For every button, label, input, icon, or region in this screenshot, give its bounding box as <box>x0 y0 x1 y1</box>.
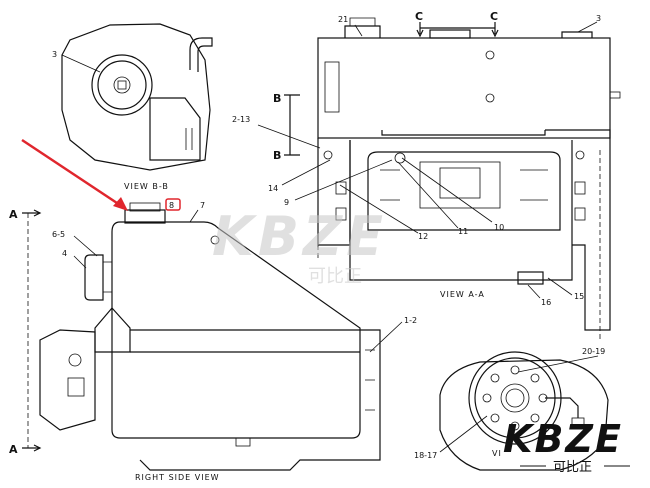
callout-21: 21 <box>338 15 348 24</box>
callout-6-5: 6-5 <box>52 230 65 239</box>
callout-16: 16 <box>541 298 551 307</box>
callout-11: 11 <box>458 227 468 236</box>
flange-detail: 20-19 18-17 VI <box>414 347 609 471</box>
corner-logo: KBZE 可比正 <box>503 417 630 475</box>
view-bb-detail: 3 VIEW B-B <box>52 23 213 191</box>
callout-9: 9 <box>284 198 289 207</box>
svg-text:VI: VI <box>492 449 502 458</box>
callout-8: 8 <box>169 201 174 210</box>
callout-20-19: 20-19 <box>582 347 605 356</box>
callout-10: 10 <box>494 223 504 232</box>
callout-3-right: 3 <box>596 14 601 23</box>
watermark-sub: 可比正 <box>308 266 362 287</box>
corner-logo-brand: KBZE <box>503 417 623 461</box>
callout-12: 12 <box>418 232 428 241</box>
center-watermark: KBZE 可比正 <box>212 205 387 287</box>
callout-18-17: 18-17 <box>414 451 437 460</box>
caption-right-side-view: RIGHT SIDE VIEW <box>135 473 220 482</box>
callout-4: 4 <box>62 249 67 258</box>
callout-2-13: 2-13 <box>232 115 250 124</box>
section-a-top: A <box>9 208 19 221</box>
corner-logo-sub: 可比正 <box>553 460 592 475</box>
callout-1-2: 1-2 <box>404 316 417 325</box>
highlight-callout-8: 8 <box>21 138 181 211</box>
callout-3-top: 3 <box>52 50 57 59</box>
section-c-right: C <box>490 10 500 23</box>
callout-14: 14 <box>268 184 278 193</box>
section-marks: B B C C <box>273 10 500 162</box>
callout-7: 7 <box>200 201 205 210</box>
section-c-left: C <box>415 10 425 23</box>
section-b-top: B <box>273 92 283 105</box>
view-aa-detail: 21 3 2-13 14 9 12 11 10 15 16 VIEW A-A <box>232 14 621 340</box>
right-side-view: A A 7 6-5 4 1-2 RIGHT SIDE VIEW <box>9 201 417 482</box>
caption-view-bb: VIEW B-B <box>124 182 169 191</box>
section-a-bottom: A <box>9 443 19 456</box>
watermark-brand: KBZE <box>212 205 387 268</box>
callout-15: 15 <box>574 292 584 301</box>
section-b-bottom: B <box>273 149 283 162</box>
caption-view-aa: VIEW A-A <box>440 290 485 299</box>
